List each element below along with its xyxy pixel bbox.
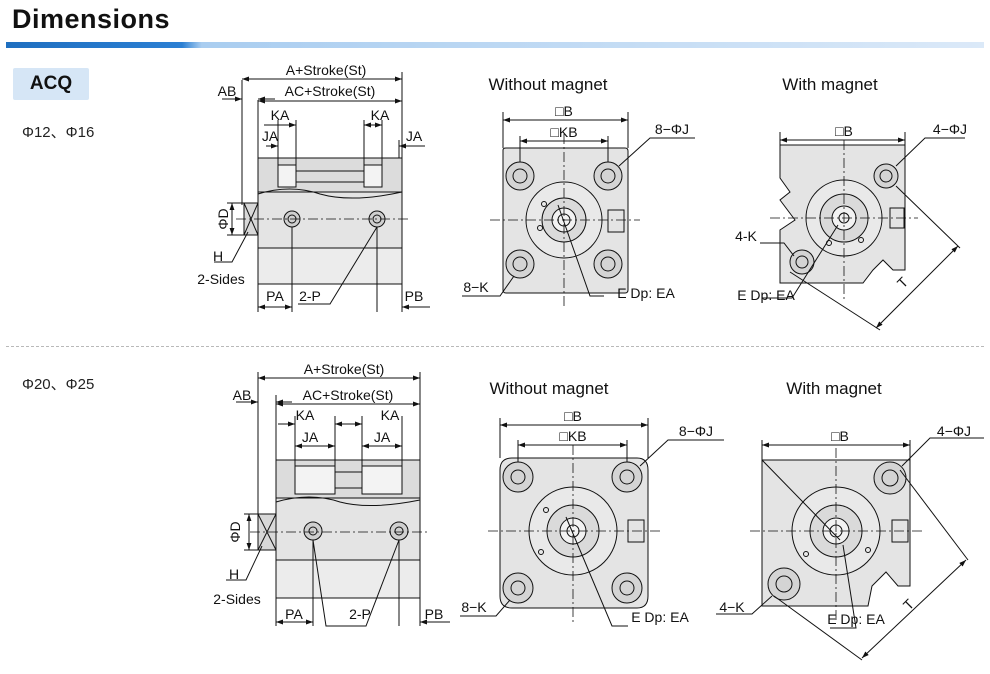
front-view-without-magnet-small-labels: Without magnet □B □KB 8−ΦJ 8−K E Dp: EA <box>463 75 689 301</box>
dim-ac-stroke: AC+Stroke(St) <box>303 387 394 403</box>
size-label-large: Φ20、Φ25 <box>22 376 95 393</box>
dim-phi-d: ΦD <box>215 208 231 229</box>
section-divider <box>6 346 984 347</box>
page-title: Dimensions <box>12 4 171 34</box>
dim-a-stroke: A+Stroke(St) <box>286 62 367 78</box>
dim-ja-right: JA <box>406 128 423 144</box>
dim-ja-right: JA <box>374 429 391 445</box>
dim-ka-left: KA <box>271 107 290 123</box>
dim-two-sides: 2-Sides <box>213 591 260 607</box>
dim-h: H <box>213 248 223 264</box>
dim-ka-right: KA <box>371 107 390 123</box>
front-view-with-magnet-small <box>760 132 965 331</box>
front-view-without-magnet-large-labels: Without magnet □B □KB 8−ΦJ 8−K E Dp: EA <box>461 379 713 625</box>
dim-two-sides: 2-Sides <box>197 271 244 287</box>
dim-pb: PB <box>425 606 444 622</box>
dim-b: □B <box>831 428 849 444</box>
dim-t: T <box>894 273 912 291</box>
dim-b: □B <box>564 408 582 424</box>
title-without-magnet: Without magnet <box>488 75 607 94</box>
dim-ac-stroke: AC+Stroke(St) <box>285 83 376 99</box>
dim-k: 8−K <box>461 599 487 615</box>
dim-ab: AB <box>233 387 252 403</box>
dim-kb: □KB <box>559 428 586 444</box>
dim-b: □B <box>835 123 853 139</box>
dim-ka-right: KA <box>381 407 400 423</box>
title-with-magnet: With magnet <box>786 379 882 398</box>
dim-two-p: 2-P <box>349 606 371 622</box>
size-label-small: Φ12、Φ16 <box>22 124 95 141</box>
side-view-large <box>226 372 450 627</box>
dim-pa: PA <box>285 606 303 622</box>
dim-pb: PB <box>405 288 424 304</box>
dim-k: 4−K <box>719 599 745 615</box>
side-view-small <box>214 72 430 312</box>
dim-ja-left: JA <box>262 128 279 144</box>
dim-thread: E Dp: EA <box>617 285 675 301</box>
dim-a-stroke: A+Stroke(St) <box>304 361 385 377</box>
dim-ja-left: JA <box>302 429 319 445</box>
front-view-without-magnet-large <box>460 418 724 627</box>
front-view-with-magnet-large <box>716 437 984 661</box>
dim-b: □B <box>555 103 573 119</box>
dim-k: 8−K <box>463 279 489 295</box>
dim-holes: 8−ΦJ <box>655 121 689 137</box>
dim-thread: E Dp: EA <box>631 609 689 625</box>
title-underline <box>6 42 984 48</box>
title-without-magnet: Without magnet <box>489 379 608 398</box>
dim-holes: 8−ΦJ <box>679 423 713 439</box>
side-view-small-labels: A+Stroke(St) AB AC+Stroke(St) KA KA JA J… <box>197 62 423 304</box>
dim-holes: 4−ΦJ <box>933 121 967 137</box>
front-view-without-magnet-small <box>462 112 695 306</box>
dim-ka-left: KA <box>296 407 315 423</box>
side-view-large-labels: A+Stroke(St) AB AC+Stroke(St) KA KA JA J… <box>213 361 443 622</box>
dim-ab: AB <box>218 83 237 99</box>
model-badge: ACQ <box>13 68 89 100</box>
dim-t: T <box>900 595 918 613</box>
dim-thread: E Dp: EA <box>737 287 795 303</box>
dim-pa: PA <box>266 288 284 304</box>
dim-phi-d: ΦD <box>227 521 243 542</box>
dim-thread: E Dp: EA <box>827 611 885 627</box>
title-with-magnet: With magnet <box>782 75 878 94</box>
dim-holes: 4−ΦJ <box>937 423 971 439</box>
dim-k: 4-K <box>735 228 757 244</box>
dim-h: H <box>229 566 239 582</box>
dim-kb: □KB <box>550 124 577 140</box>
dim-two-p: 2-P <box>299 288 321 304</box>
